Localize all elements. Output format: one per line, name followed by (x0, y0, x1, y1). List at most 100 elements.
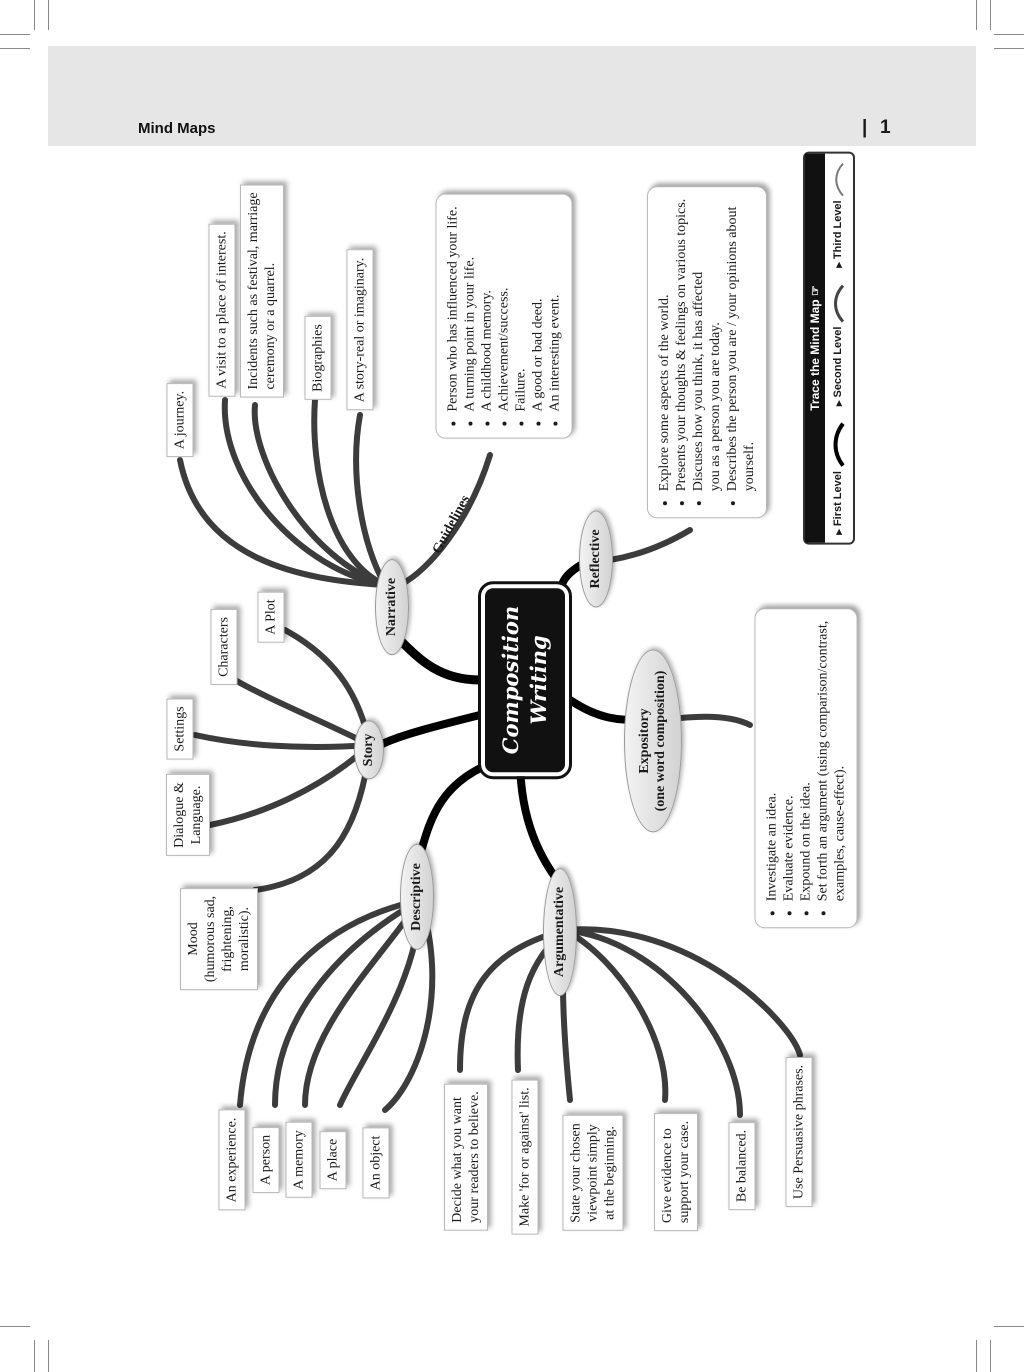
argumentative-item-list: Make 'for or against' list. (511, 1079, 539, 1235)
story-item-mood: Mood (humorous sad, frightening, moralis… (180, 887, 258, 991)
guidelines-list-item: Failure. (513, 206, 530, 411)
reflective-list-item-line-1: Discuses how you think, it has affected (691, 271, 706, 492)
central-topic-line-2: Writing (526, 635, 551, 725)
guidelines-list-item: Achievement/success. (496, 206, 513, 412)
crop-mark (0, 48, 30, 49)
legend-levels: ▸ First Level ▸ Second Level ▸ Third Lev… (825, 153, 853, 542)
page-number: 1 (880, 117, 891, 138)
node-story: Story (354, 720, 384, 780)
narrative-item-story: A story-real or imaginary. (346, 249, 374, 411)
expository-list-item: Expound on the idea. (798, 621, 815, 901)
crop-mark (34, 0, 35, 30)
crop-mark (994, 34, 1024, 35)
legend-title-text: Trace the Mind Map (808, 299, 822, 411)
narrative-item-incidents: Incidents such as festival, marriage cer… (240, 184, 284, 398)
story-item-dialogue-line-1: Dialogue & (172, 782, 187, 848)
expository-list-box: Investigate an idea. Evaluate evidence. … (754, 607, 858, 929)
node-reflective: Reflective (579, 510, 613, 608)
page-header-separator: | (862, 117, 868, 138)
reflective-list-box: Explore some aspects of the world. Prese… (647, 185, 767, 519)
story-item-characters: Characters (210, 609, 238, 685)
reflective-list-item: Explore some aspects of the world. (656, 199, 673, 491)
triangle-icon: ▸ (832, 529, 845, 535)
central-topic-line-1: Composition (498, 605, 523, 755)
descriptive-item-person: A person (252, 1126, 280, 1194)
descriptive-item-place: A place (319, 1130, 347, 1190)
descriptive-item-experience: An experience. (218, 1109, 246, 1211)
story-item-mood-line-2: (humorous sad, (203, 895, 218, 983)
narrative-item-journey: A journey. (166, 382, 194, 458)
crop-mark (976, 0, 977, 30)
reflective-list-item-line-2: you as a person you are today. (708, 322, 723, 492)
node-descriptive: Descriptive (400, 844, 434, 950)
argumentative-item-state: State your chosen viewpoint simply at th… (562, 1115, 624, 1231)
legend-first-level: ▸ First Level (831, 422, 845, 535)
expository-list-item: Evaluate evidence. (781, 621, 798, 902)
crop-mark (48, 0, 49, 30)
argumentative-item-decide: Decide what you want your readers to bel… (444, 1083, 488, 1231)
reflective-list-item: Discuses how you think, it has affectedy… (690, 199, 724, 491)
legend-title: Trace the Mind Map ☞ (805, 153, 825, 543)
reflective-list-item: Describes the person you are / your opin… (724, 199, 758, 492)
reflective-list-item-line-1: Describes the person you are / your opin… (725, 206, 740, 492)
guidelines-list-item: An interesting event. (547, 206, 564, 412)
crop-mark (0, 34, 30, 35)
legend-second-level: ▸ Second Level (831, 284, 845, 406)
story-item-mood-line-1: Mood (186, 922, 201, 956)
argumentative-item-state-line-3: at the beginning. (602, 1126, 618, 1220)
reflective-list-item-line-2: yourself. (742, 441, 757, 492)
argumentative-item-decide-line-2: your readers to believe. (467, 1091, 482, 1223)
argumentative-item-state-line-1: State your chosen (568, 1123, 584, 1223)
story-item-dialogue: Dialogue & Language. (166, 774, 210, 856)
crop-mark (990, 1340, 991, 1372)
argumentative-item-evidence-line-1: Give evidence to (660, 1128, 675, 1224)
crop-mark (994, 1326, 1024, 1327)
node-expository-line-2: (one word composition) (653, 670, 668, 812)
argumentative-item-evidence: Give evidence to support your case. (654, 1112, 698, 1232)
narrative-item-visit: A visit to a place of interest. (208, 223, 236, 397)
crop-mark (990, 0, 991, 30)
crop-mark (34, 1340, 35, 1372)
crop-mark (0, 1326, 30, 1327)
guidelines-list-item: A turning point in your life. (462, 206, 479, 412)
guidelines-list-item: A childhood memory. (479, 206, 496, 412)
descriptive-item-object: An object (362, 1127, 390, 1199)
node-narrative: Narrative (375, 558, 409, 656)
argumentative-item-persuasive: Use Persuasive phrases. (785, 1056, 813, 1208)
expository-list-item-line-1: Set forth an argument (using comparison/… (815, 620, 831, 902)
central-topic: Composition Writing (479, 577, 571, 783)
crop-mark (976, 1340, 977, 1372)
medium-line-icon (834, 284, 845, 323)
legend-box: Trace the Mind Map ☞ ▸ First Level ▸ Sec… (803, 151, 855, 545)
reflective-list-item: Presents your thoughts & feelings on var… (673, 199, 690, 491)
legend-first-level-label: First Level (832, 471, 844, 527)
expository-list-item: Set forth an argument (using comparison/… (815, 621, 849, 901)
narrative-item-incidents-line-2: ceremony or a quarrel. (263, 262, 278, 390)
crop-mark (48, 1340, 49, 1372)
triangle-icon: ▸ (832, 262, 845, 268)
narrative-item-biographies: Biographies (304, 316, 332, 400)
thin-line-icon (835, 162, 844, 197)
story-item-mood-line-4: moralistic). (237, 906, 252, 972)
thick-line-icon (833, 422, 845, 468)
page-header-title: Mind Maps (138, 120, 216, 137)
guidelines-list-item: Person who has influenced your life. (445, 206, 462, 411)
argumentative-item-balanced: Be balanced. (728, 1121, 756, 1211)
argumentative-item-evidence-line-2: support your case. (677, 1120, 692, 1224)
legend-second-level-label: Second Level (832, 326, 844, 398)
page-header (48, 46, 976, 146)
triangle-icon: ▸ (832, 400, 845, 407)
legend-third-level: ▸ Third Level (831, 161, 845, 268)
story-item-plot: A Plot (257, 591, 285, 643)
story-item-mood-line-3: frightening, (220, 906, 235, 972)
node-expository-line-1: Expository (637, 708, 652, 774)
argumentative-item-state-line-2: viewpoint simply (585, 1124, 601, 1222)
narrative-item-incidents-line-1: Incidents such as festival, marriage (246, 192, 261, 390)
story-item-settings: Settings (166, 698, 194, 760)
node-expository: Expository (one word composition) (624, 649, 682, 833)
node-argumentative: Argumentative (543, 867, 577, 997)
hand-icon: ☞ (808, 285, 822, 297)
guidelines-list-item: A good or bad deed. (530, 206, 547, 411)
legend-third-level-label: Third Level (832, 200, 844, 260)
story-item-dialogue-line-2: Language. (189, 785, 204, 845)
